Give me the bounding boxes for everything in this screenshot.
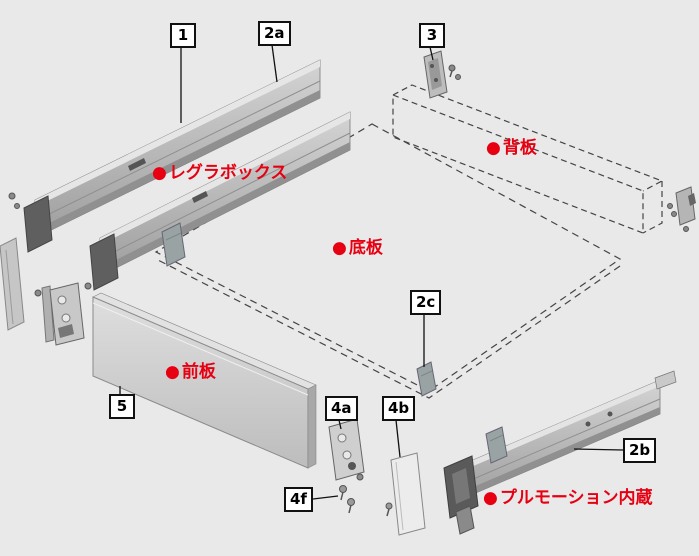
red-bullet-icon: ● [332, 238, 347, 258]
part-label-legrabox: ●レグラボックス [152, 163, 287, 183]
callout-4a: 4a [325, 396, 358, 421]
callout-2c: 2c [410, 290, 442, 315]
callout-5: 5 [109, 394, 135, 419]
callout-4b: 4b [382, 396, 416, 421]
callout-1: 1 [170, 23, 196, 48]
cover-strip-4b-drawing [390, 452, 426, 536]
callout-3: 3 [419, 23, 445, 48]
red-bullet-icon: ● [483, 488, 498, 508]
fixing-clip-right-drawing [485, 426, 508, 464]
red-bullet-icon: ● [165, 362, 180, 382]
front-panel-drawing [92, 292, 317, 469]
back-panel-outline [392, 84, 664, 234]
bracket-4a-drawing [328, 418, 365, 481]
left-panel-edge-drawing [0, 237, 25, 331]
part-label-legrabox-text: レグラボックス [168, 163, 288, 183]
part-label-bottom-panel-text: 底板 [348, 238, 383, 258]
red-bullet-icon: ● [486, 138, 501, 158]
callout-4f: 4f [284, 487, 313, 512]
screws-4f-drawing [339, 485, 393, 517]
front-fixing-bracket-drawing [34, 282, 92, 346]
callout-2a: 2a [258, 21, 291, 46]
fixing-clip-left-drawing [161, 222, 186, 267]
part-label-front-panel: ●前板 [165, 362, 216, 382]
part-label-blumotion-text: プルモーション内蔵 [499, 488, 653, 508]
part-label-front-panel-text: 前板 [181, 362, 216, 382]
part-label-back-panel: ●背板 [486, 138, 537, 158]
right-hardware-drawing [667, 186, 696, 232]
clip-2c-drawing [416, 361, 437, 397]
leader-lines [119, 44, 624, 500]
red-bullet-icon: ● [152, 163, 167, 183]
callout-2b: 2b [623, 438, 657, 463]
back-fixing-bracket-drawing [423, 50, 461, 99]
part-label-bottom-panel: ●底板 [332, 238, 383, 258]
part-label-back-panel-text: 背板 [502, 138, 537, 158]
drawer-side-rail-rear-drawing [8, 59, 321, 253]
part-label-blumotion: ●プルモーション内蔵 [483, 488, 653, 508]
